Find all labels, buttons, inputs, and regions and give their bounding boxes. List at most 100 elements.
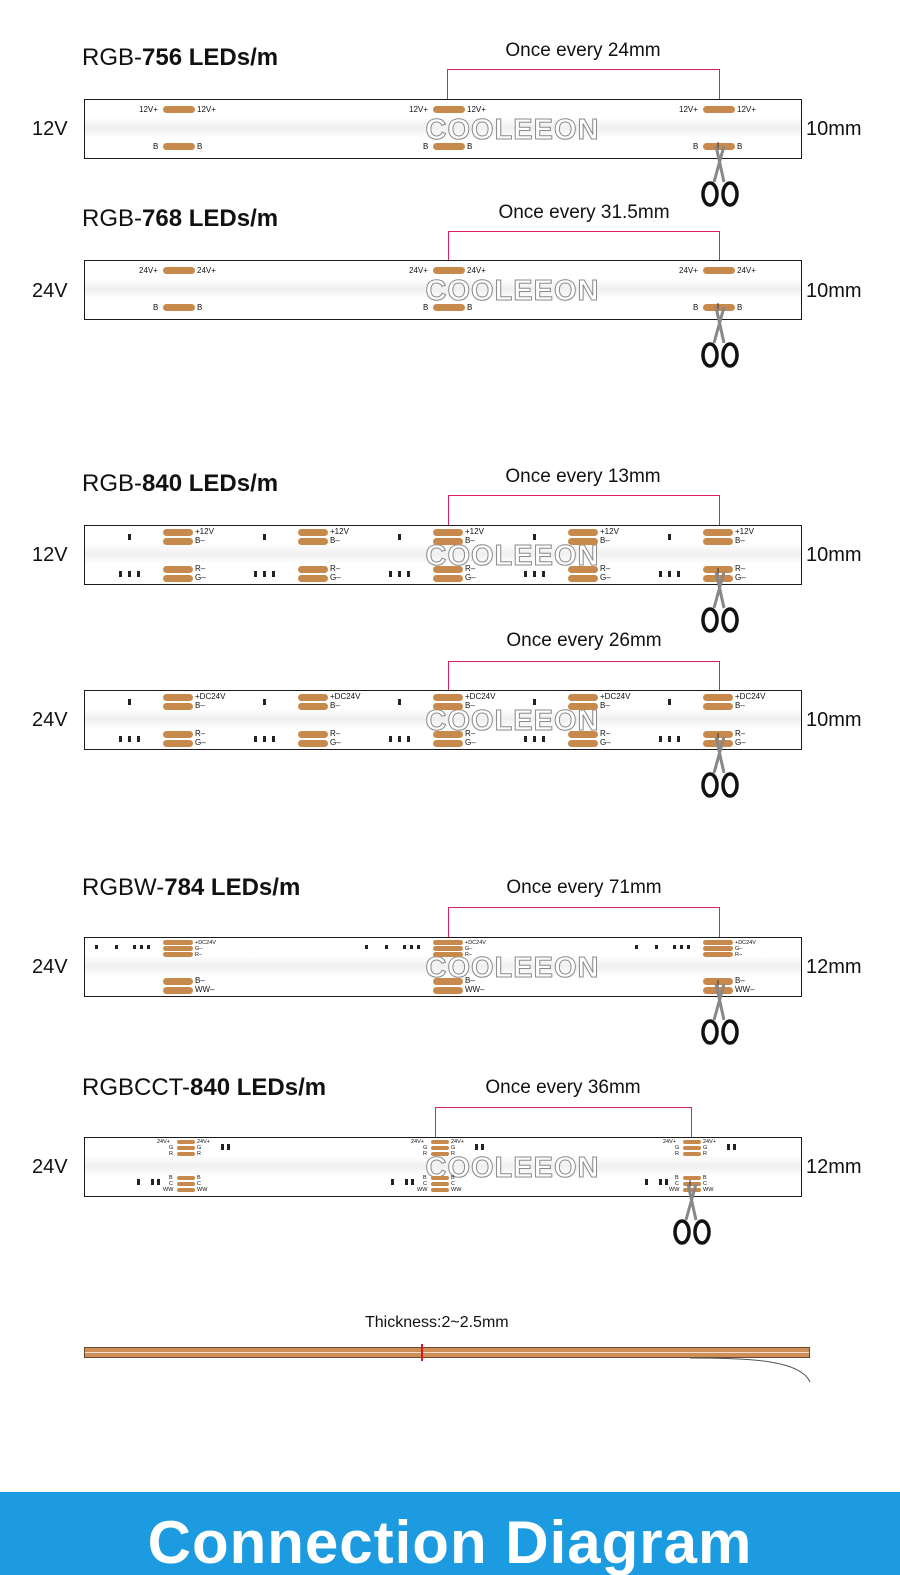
led-chip bbox=[533, 534, 536, 540]
voltage-label: 24V bbox=[32, 709, 68, 731]
led-chip bbox=[263, 699, 266, 705]
solder-pad bbox=[163, 946, 193, 951]
scissors-icon bbox=[701, 142, 739, 207]
strip-title: RGB-756 LEDs/m bbox=[82, 44, 278, 72]
led-chip bbox=[137, 736, 140, 742]
led-chip bbox=[524, 736, 527, 742]
solder-pad bbox=[163, 566, 193, 573]
cut-interval-label: Once every 26mm bbox=[506, 630, 662, 651]
pad-label: R– bbox=[330, 729, 341, 738]
pad-label: B bbox=[197, 142, 203, 151]
pad-label: R bbox=[703, 1151, 707, 1157]
pad-label: 24V+ bbox=[451, 1139, 464, 1145]
pad-label: G– bbox=[600, 573, 611, 582]
solder-pad bbox=[163, 987, 193, 994]
width-label: 10mm bbox=[806, 544, 862, 566]
solder-pad bbox=[703, 106, 735, 113]
led-chip bbox=[727, 1144, 730, 1150]
pad-label: WW bbox=[197, 1187, 208, 1193]
pad-label: G– bbox=[465, 573, 476, 582]
pad-label: C bbox=[169, 1181, 173, 1187]
pad-label: +DC24V bbox=[735, 692, 766, 701]
strip-title-unit: LEDs/m bbox=[230, 1074, 327, 1101]
led-chip bbox=[481, 1144, 484, 1150]
pad-label: B bbox=[153, 303, 159, 312]
led-chip bbox=[221, 1144, 224, 1150]
led-chip bbox=[655, 945, 658, 949]
solder-pad bbox=[163, 575, 193, 582]
cob-light-band bbox=[85, 544, 801, 564]
pad-label: G bbox=[451, 1145, 456, 1151]
solder-pad bbox=[683, 1188, 701, 1192]
pad-label: B– bbox=[735, 701, 745, 710]
strip-title: RGBW-784 LEDs/m bbox=[82, 874, 300, 902]
led-chip bbox=[403, 945, 406, 949]
solder-pad bbox=[433, 304, 465, 311]
led-chip bbox=[151, 1179, 154, 1185]
cob-light-band bbox=[85, 709, 801, 729]
solder-pad bbox=[163, 940, 193, 945]
pad-label: 24V+ bbox=[411, 1139, 424, 1145]
led-chip bbox=[389, 736, 392, 742]
solder-pad bbox=[683, 1182, 701, 1186]
led-chip bbox=[263, 534, 266, 540]
led-chip bbox=[385, 945, 388, 949]
strip-title-unit: LEDs/m bbox=[182, 205, 279, 232]
solder-pad bbox=[177, 1182, 195, 1186]
solder-pad bbox=[433, 575, 463, 582]
strip-title-number: 768 bbox=[142, 205, 183, 232]
pad-label: C bbox=[423, 1181, 427, 1187]
led-chip bbox=[263, 571, 266, 577]
pad-label: +DC24V bbox=[195, 940, 216, 946]
pad-label: WW bbox=[451, 1187, 462, 1193]
led-chip bbox=[533, 699, 536, 705]
solder-pad bbox=[163, 740, 193, 747]
width-label: 10mm bbox=[806, 709, 862, 731]
pad-label: +12V bbox=[330, 527, 349, 536]
solder-pad bbox=[431, 1140, 449, 1144]
led-strip: COOLEEON +DC24V B– R– G– +DC24V B– R– G–… bbox=[84, 690, 802, 750]
led-chip bbox=[407, 571, 410, 577]
pad-label: +12V bbox=[735, 527, 754, 536]
solder-pad bbox=[298, 740, 328, 747]
pad-label: 12V+ bbox=[139, 105, 158, 114]
pad-label: R bbox=[197, 1151, 201, 1157]
led-chip bbox=[665, 1179, 668, 1185]
strip-title-number: 756 bbox=[142, 44, 183, 71]
solder-pad bbox=[298, 703, 328, 710]
led-chip bbox=[668, 736, 671, 742]
pad-label: R– bbox=[465, 564, 476, 573]
pad-label: G– bbox=[195, 946, 203, 952]
pad-label: 12V+ bbox=[737, 105, 756, 114]
solder-pad bbox=[568, 538, 598, 545]
pad-label: B– bbox=[735, 976, 745, 985]
led-chip bbox=[668, 534, 671, 540]
pad-label: +12V bbox=[600, 527, 619, 536]
strip-title-unit: LEDs/m bbox=[182, 470, 279, 497]
solder-pad bbox=[298, 694, 328, 701]
pad-label: C bbox=[703, 1181, 707, 1187]
pad-label: WW bbox=[163, 1187, 174, 1193]
pad-label: +DC24V bbox=[195, 692, 226, 701]
pad-label: B bbox=[423, 1175, 427, 1181]
led-chip bbox=[677, 571, 680, 577]
pad-label: WW bbox=[703, 1187, 714, 1193]
scissors-icon bbox=[701, 733, 739, 798]
pad-label: R– bbox=[735, 952, 743, 958]
pad-label: B– bbox=[465, 976, 475, 985]
pad-label: R– bbox=[195, 952, 203, 958]
strip-title: RGBCCT-840 LEDs/m bbox=[82, 1074, 326, 1102]
led-chip bbox=[365, 945, 368, 949]
solder-pad bbox=[568, 529, 598, 536]
pad-label: 24V+ bbox=[737, 266, 756, 275]
pad-label: B bbox=[423, 142, 429, 151]
pad-label: 24V+ bbox=[703, 1139, 716, 1145]
pad-label: G– bbox=[330, 738, 341, 747]
solder-pad bbox=[431, 1182, 449, 1186]
solder-pad bbox=[433, 703, 463, 710]
strip-title-prefix: RGBCCT- bbox=[82, 1074, 190, 1101]
pad-label: WW– bbox=[465, 985, 485, 994]
led-chip bbox=[407, 736, 410, 742]
pad-label: G– bbox=[735, 738, 746, 747]
led-strip: COOLEEON +12V B– R– G– +12V B– R– G– +12… bbox=[84, 525, 802, 585]
